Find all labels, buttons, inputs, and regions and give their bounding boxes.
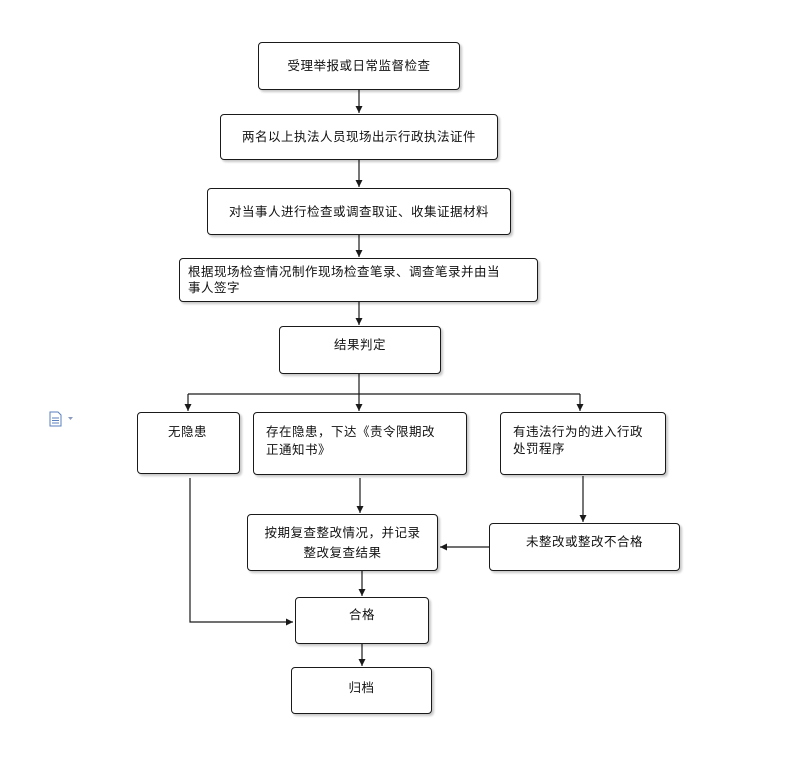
node-recheck: 按期复查整改情况，并记录 整改复查结果	[247, 514, 438, 571]
node-accept-report: 受理举报或日常监督检查	[258, 42, 460, 90]
node-no-hazard: 无隐患	[137, 412, 240, 474]
node-qualified: 合格	[295, 597, 429, 644]
node-judgement: 结果判定	[279, 326, 441, 374]
node-archive-text: 归档	[348, 680, 375, 695]
node-recheck-line1: 按期复查整改情况，并记录	[264, 524, 421, 540]
node-violation-penalty: 有违法行为的进入行政 处罚程序	[500, 412, 666, 475]
node-violation-penalty-line2: 处罚程序	[513, 441, 566, 456]
node-qualified-text: 合格	[348, 607, 375, 622]
dropdown-arrow-icon	[68, 417, 73, 420]
node-make-record-line1: 根据现场检查情况制作现场检查笔录、调查笔录并由当	[188, 264, 501, 279]
node-judgement-text: 结果判定	[333, 337, 386, 352]
node-hazard-notice: 存在隐患，下达《责令限期改 正通知书》	[253, 412, 467, 475]
node-archive: 归档	[291, 667, 432, 714]
node-two-officers-text: 两名以上执法人员现场出示行政执法证件	[241, 129, 476, 144]
node-inspect-evidence: 对当事人进行检查或调查取证、收集证据材料	[207, 188, 511, 235]
node-hazard-notice-line1: 存在隐患，下达《责令限期改	[266, 424, 436, 439]
arrow-no-hazard-to-qualified	[189, 478, 293, 626]
node-make-record: 根据现场检查情况制作现场检查笔录、调查笔录并由当 事人签字	[179, 258, 538, 302]
document-page-shape	[49, 411, 62, 427]
node-not-qualified-text: 未整改或整改不合格	[525, 534, 643, 549]
node-two-officers: 两名以上执法人员现场出示行政执法证件	[220, 114, 498, 160]
node-no-hazard-text: 无隐患	[168, 424, 208, 439]
node-hazard-notice-line2: 正通知书》	[266, 442, 332, 457]
node-accept-report-text: 受理举报或日常监督检查	[287, 58, 431, 73]
node-recheck-line2: 整改复查结果	[303, 544, 382, 560]
node-violation-penalty-line1: 有违法行为的进入行政	[513, 424, 644, 439]
document-icon[interactable]	[49, 411, 77, 427]
node-not-qualified: 未整改或整改不合格	[489, 523, 680, 571]
node-make-record-line2: 事人签字	[188, 280, 241, 295]
node-inspect-evidence-text: 对当事人进行检查或调查取证、收集证据材料	[228, 203, 489, 219]
